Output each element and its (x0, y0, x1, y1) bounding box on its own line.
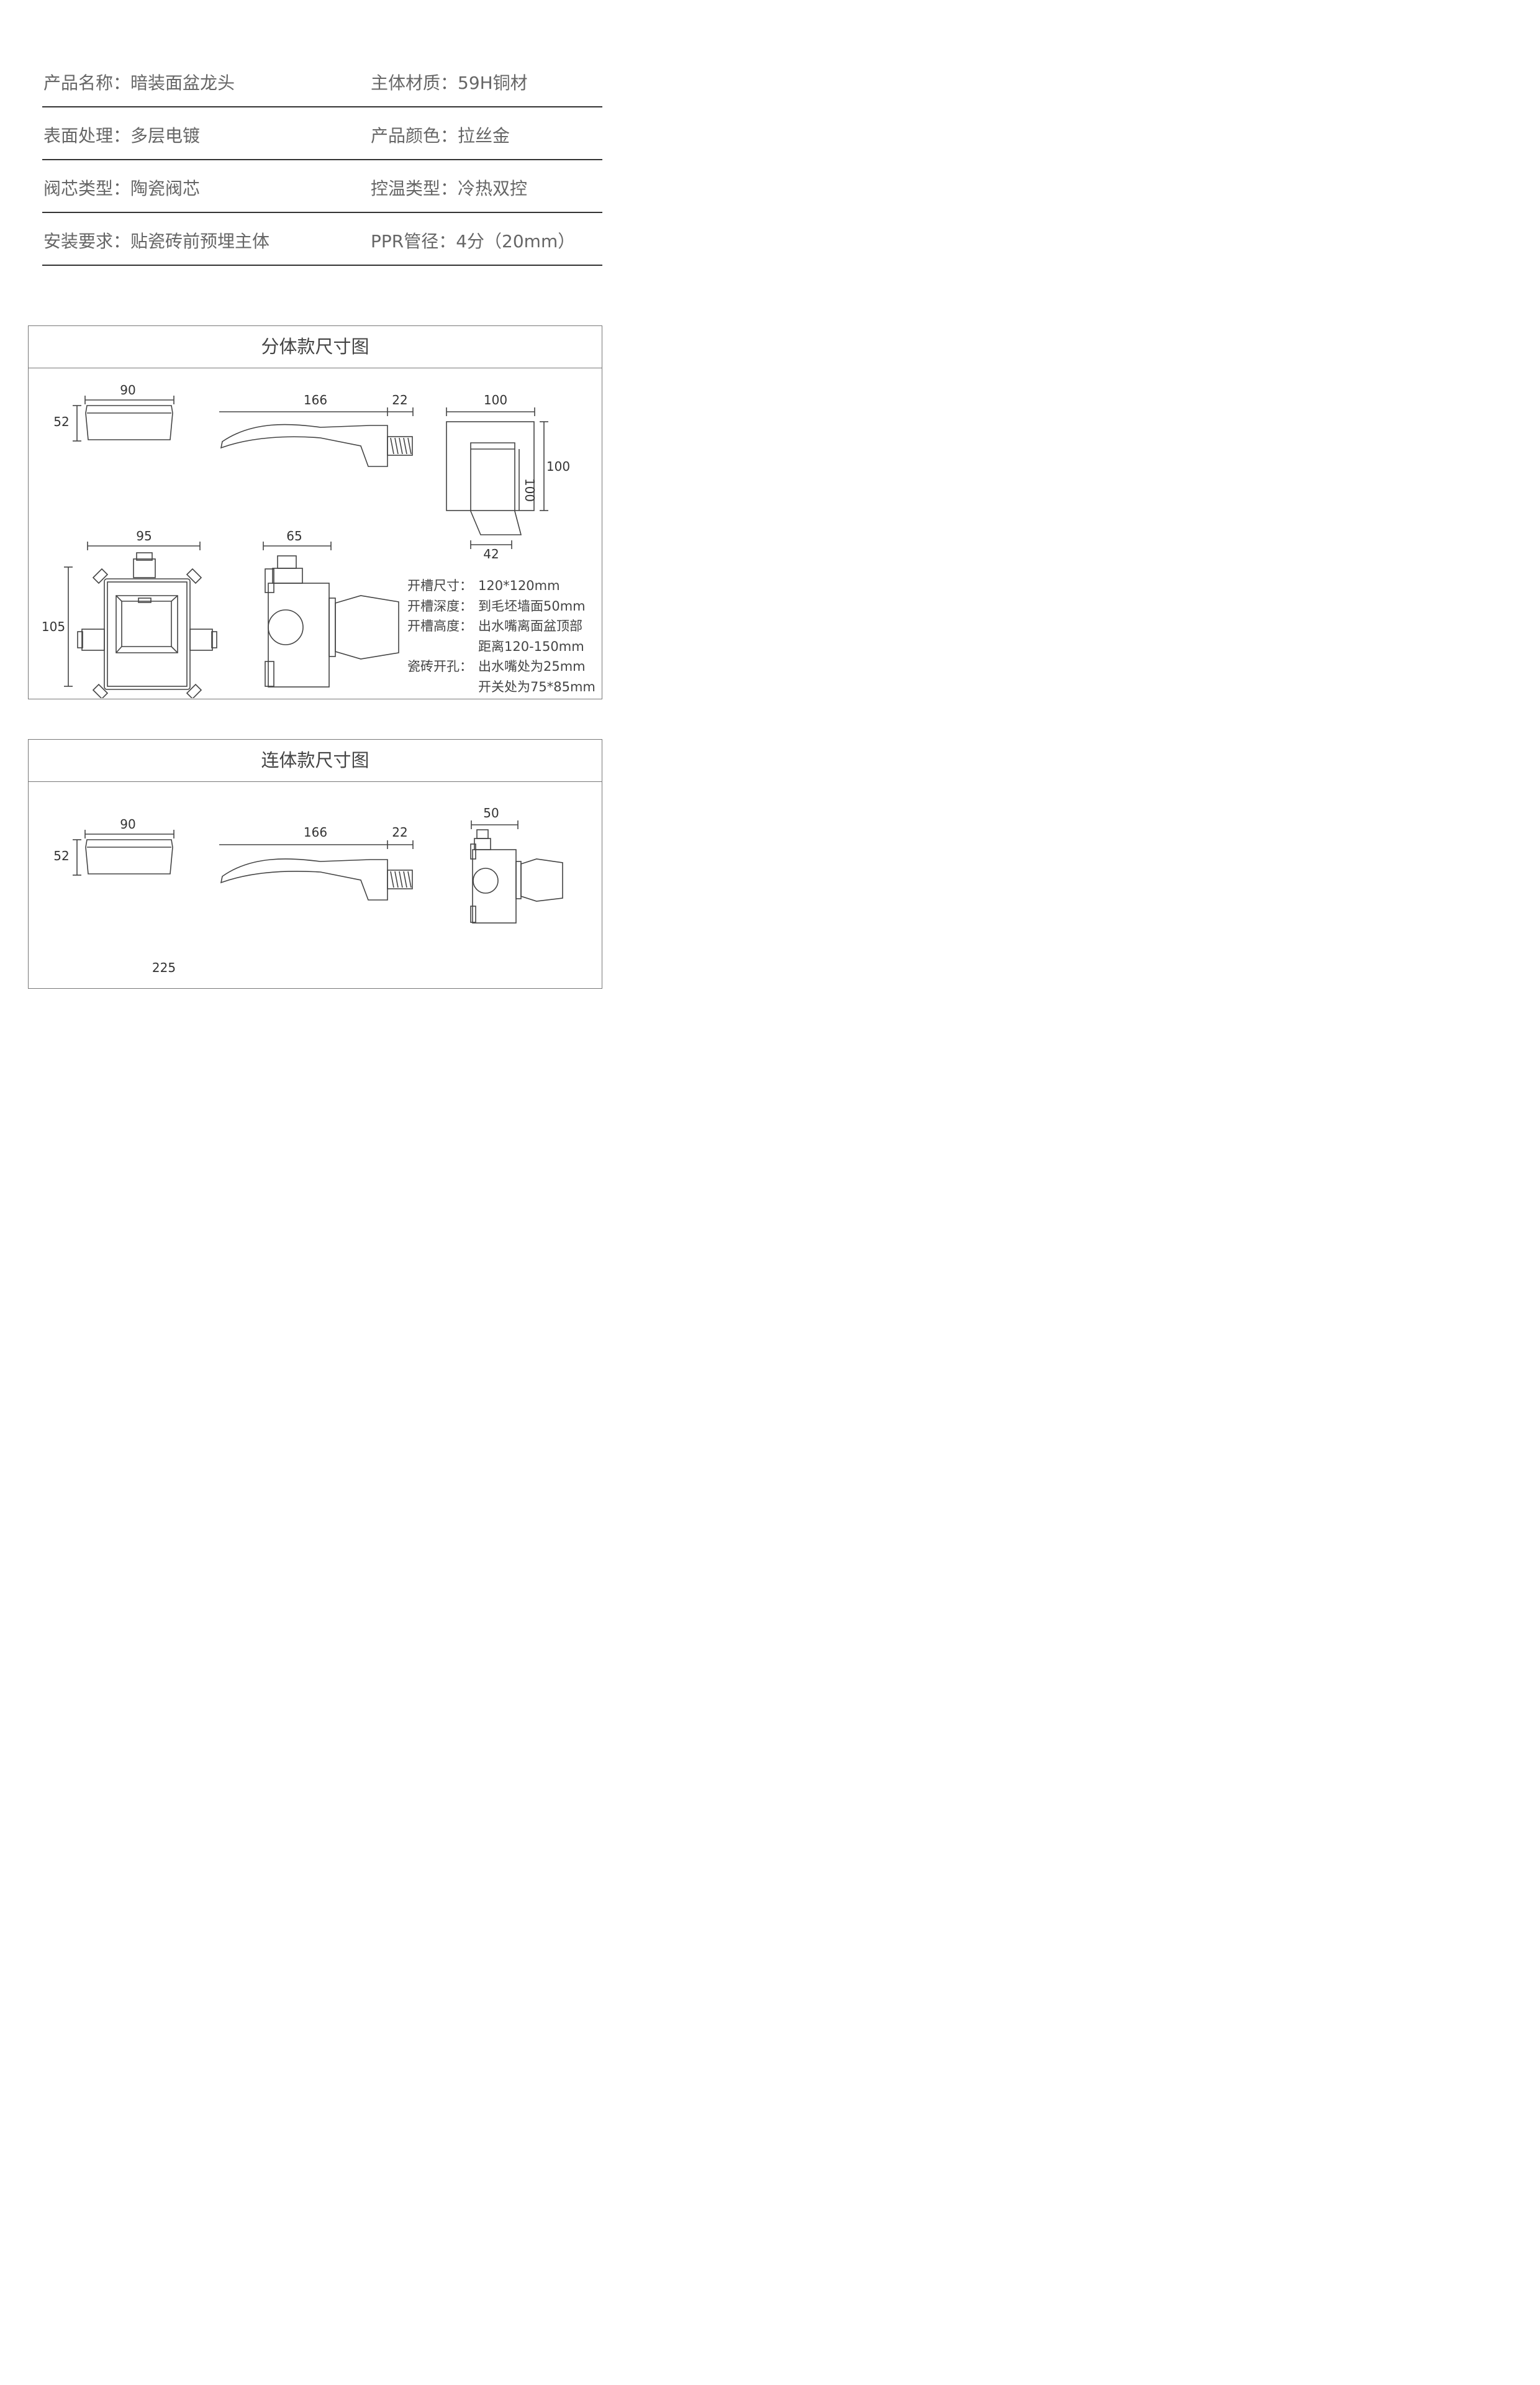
spec-color: 产品颜色：拉丝金 (371, 125, 510, 146)
spec-name: 产品名称：暗装面盆龙头 (43, 73, 235, 93)
spec-row: 安装要求：贴瓷砖前预埋主体 PPR管径：4分（20mm） (42, 213, 602, 266)
spec-pipe: PPR管径：4分（20mm） (371, 231, 576, 252)
handle-drawing: 90 52 (53, 383, 174, 442)
valve-side-drawing: 65 (263, 529, 399, 688)
spout-thread-label: 22 (392, 393, 407, 407)
spec-material: 主体材质：59H铜材 (371, 73, 528, 93)
spec-row: 产品名称：暗装面盆龙头 主体材质：59H铜材 (42, 55, 602, 107)
wall-plate-drawing: 100 100 100 42 (446, 393, 570, 561)
note-value: 到毛坯墙面50mm (478, 598, 586, 614)
handle-height-label: 52 (53, 848, 69, 863)
note-key: 开槽高度： (407, 619, 473, 634)
bottom-dimension: 225 (152, 960, 176, 975)
valve-width-label: 50 (483, 806, 499, 820)
note-value: 出水嘴离面盆顶部 (478, 619, 582, 634)
spec-row: 表面处理：多层电镀 产品颜色：拉丝金 (42, 107, 602, 160)
side-width-label: 65 (286, 529, 302, 543)
note-key: 开槽尺寸： (407, 578, 473, 593)
note-line: 开槽高度： 出水嘴离面盆顶部 (407, 616, 600, 637)
note-key: 瓷砖开孔： (407, 659, 473, 674)
spout-length-label: 166 (304, 825, 327, 840)
spout-drawing: 166 22 (219, 825, 414, 901)
valve-box-drawing: 95 105 (42, 529, 217, 698)
note-line: 开槽尺寸： 120*120mm (407, 576, 600, 596)
spout-thread-label: 22 (392, 825, 407, 840)
plate-width-label: 100 (484, 393, 507, 407)
note-value: 开关处为75*85mm (478, 679, 596, 694)
note-value: 出水嘴处为25mm (478, 659, 586, 674)
handle-height-label: 52 (53, 414, 69, 429)
spec-finish: 表面处理：多层电镀 (43, 125, 201, 146)
box-height-label: 105 (42, 619, 65, 634)
spec-cartridge: 阀芯类型：陶瓷阀芯 (43, 178, 201, 199)
note-line: 瓷砖开孔： 出水嘴处为25mm (407, 656, 600, 677)
panel-title: 分体款尺寸图 (29, 326, 602, 368)
spout-drawing: 166 22 (219, 393, 414, 467)
plate-inner-label: 100 (522, 478, 537, 502)
spec-row: 阀芯类型：陶瓷阀芯 控温类型：冷热双控 (42, 160, 602, 213)
handle-width-label: 90 (120, 817, 135, 832)
note-line: 开槽深度： 到毛坯墙面50mm (407, 596, 600, 617)
install-notes: 开槽尺寸： 120*120mm 开槽深度： 到毛坯墙面50mm 开槽高度： 出水嘴离面… (407, 576, 600, 697)
note-line: 距离120-150mm (407, 637, 600, 657)
spout-length-label: 166 (304, 393, 327, 407)
box-width-label: 95 (136, 529, 152, 543)
integrated-dimension-drawing: 90 52 166 22 50 (53, 806, 563, 975)
split-dimension-drawing: 90 52 166 22 100 100 1 (42, 383, 570, 698)
handle-width-label: 90 (120, 383, 135, 398)
bottom-width-label: 225 (152, 960, 176, 975)
note-value: 距离120-150mm (478, 638, 584, 654)
panel-title: 连体款尺寸图 (29, 740, 602, 782)
handle-drawing: 90 52 (53, 817, 174, 876)
plate-depth-label: 42 (483, 547, 499, 561)
note-line: 开关处为75*85mm (407, 677, 600, 697)
split-dimension-panel: 分体款尺寸图 90 52 166 22 (28, 325, 602, 699)
integrated-dimension-panel: 连体款尺寸图 90 52 166 22 (28, 739, 602, 989)
spec-table: 产品名称：暗装面盆龙头 主体材质：59H铜材 表面处理：多层电镀 产品颜色：拉丝… (42, 55, 602, 266)
spec-install: 安装要求：贴瓷砖前预埋主体 (43, 231, 270, 252)
spec-temp-control: 控温类型：冷热双控 (371, 178, 528, 199)
note-value: 120*120mm (478, 578, 560, 593)
valve-side-drawing: 50 (470, 806, 563, 924)
plate-height-label: 100 (546, 459, 570, 474)
note-key: 开槽深度： (407, 598, 473, 614)
